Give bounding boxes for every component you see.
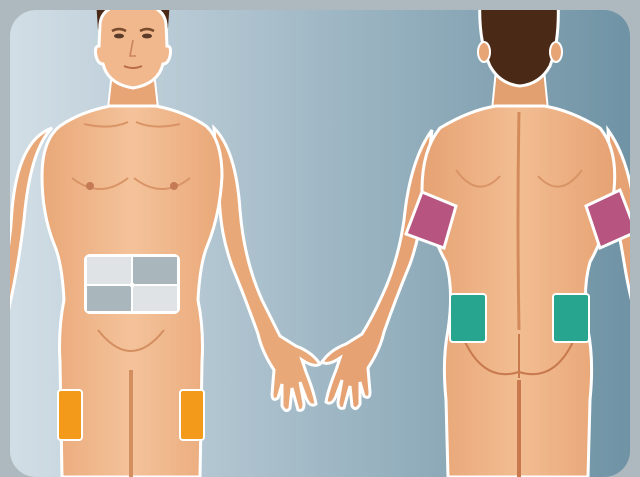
thigh-site-left bbox=[58, 390, 82, 440]
abdomen-quadrant-lower-right bbox=[133, 286, 177, 311]
navel bbox=[130, 283, 135, 288]
back-ear-left bbox=[478, 42, 490, 62]
abdomen-quadrant-lower-left bbox=[87, 286, 131, 311]
front-nipple-left bbox=[86, 182, 94, 190]
front-eye-left bbox=[114, 34, 124, 39]
front-head bbox=[95, 4, 170, 88]
front-nipple-right bbox=[170, 182, 178, 190]
thigh-site-right bbox=[180, 390, 204, 440]
front-eye-right bbox=[142, 34, 152, 39]
abdomen-quadrant-upper-right bbox=[133, 257, 177, 284]
back-spine bbox=[518, 112, 519, 330]
abdomen-injection-site bbox=[84, 254, 180, 314]
lower-back-site-right bbox=[553, 294, 589, 342]
abdomen-quadrant-upper-left bbox=[87, 257, 131, 284]
lower-back-site-left bbox=[450, 294, 486, 342]
back-ear-right bbox=[550, 42, 562, 62]
